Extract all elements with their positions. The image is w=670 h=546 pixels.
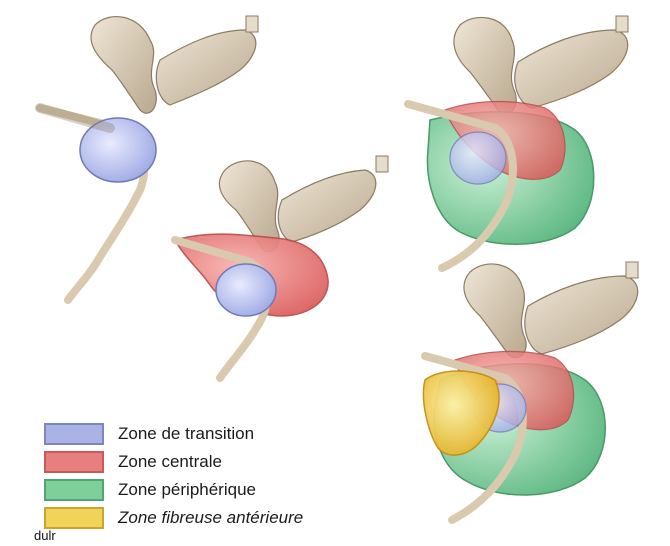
legend: Zone de transition Zone centrale Zone pé…	[44, 420, 424, 532]
swatch-peripheral	[44, 479, 104, 501]
seminal-vesicles	[464, 262, 638, 358]
legend-item-central: Zone centrale	[44, 448, 424, 476]
swatch-central	[44, 451, 104, 473]
swatch-transition	[44, 423, 104, 445]
transition-zone	[216, 264, 276, 316]
legend-item-fibromuscular: Zone fibreuse antérieure	[44, 504, 424, 532]
legend-item-peripheral: Zone périphérique	[44, 476, 424, 504]
legend-label: Zone de transition	[118, 424, 254, 444]
legend-item-transition: Zone de transition	[44, 420, 424, 448]
figure-central-zone	[175, 156, 388, 378]
seminal-vesicles	[91, 16, 258, 113]
figure-peripheral-zone	[408, 16, 628, 268]
legend-label: Zone centrale	[118, 452, 222, 472]
transition-zone	[450, 132, 506, 184]
legend-label: Zone périphérique	[118, 480, 256, 500]
seminal-vesicles	[454, 16, 628, 114]
figure-fibromuscular-zone	[423, 262, 638, 520]
credit-mark: dulr	[34, 528, 56, 543]
swatch-fibromuscular	[44, 507, 104, 529]
legend-label: Zone fibreuse antérieure	[118, 508, 303, 528]
